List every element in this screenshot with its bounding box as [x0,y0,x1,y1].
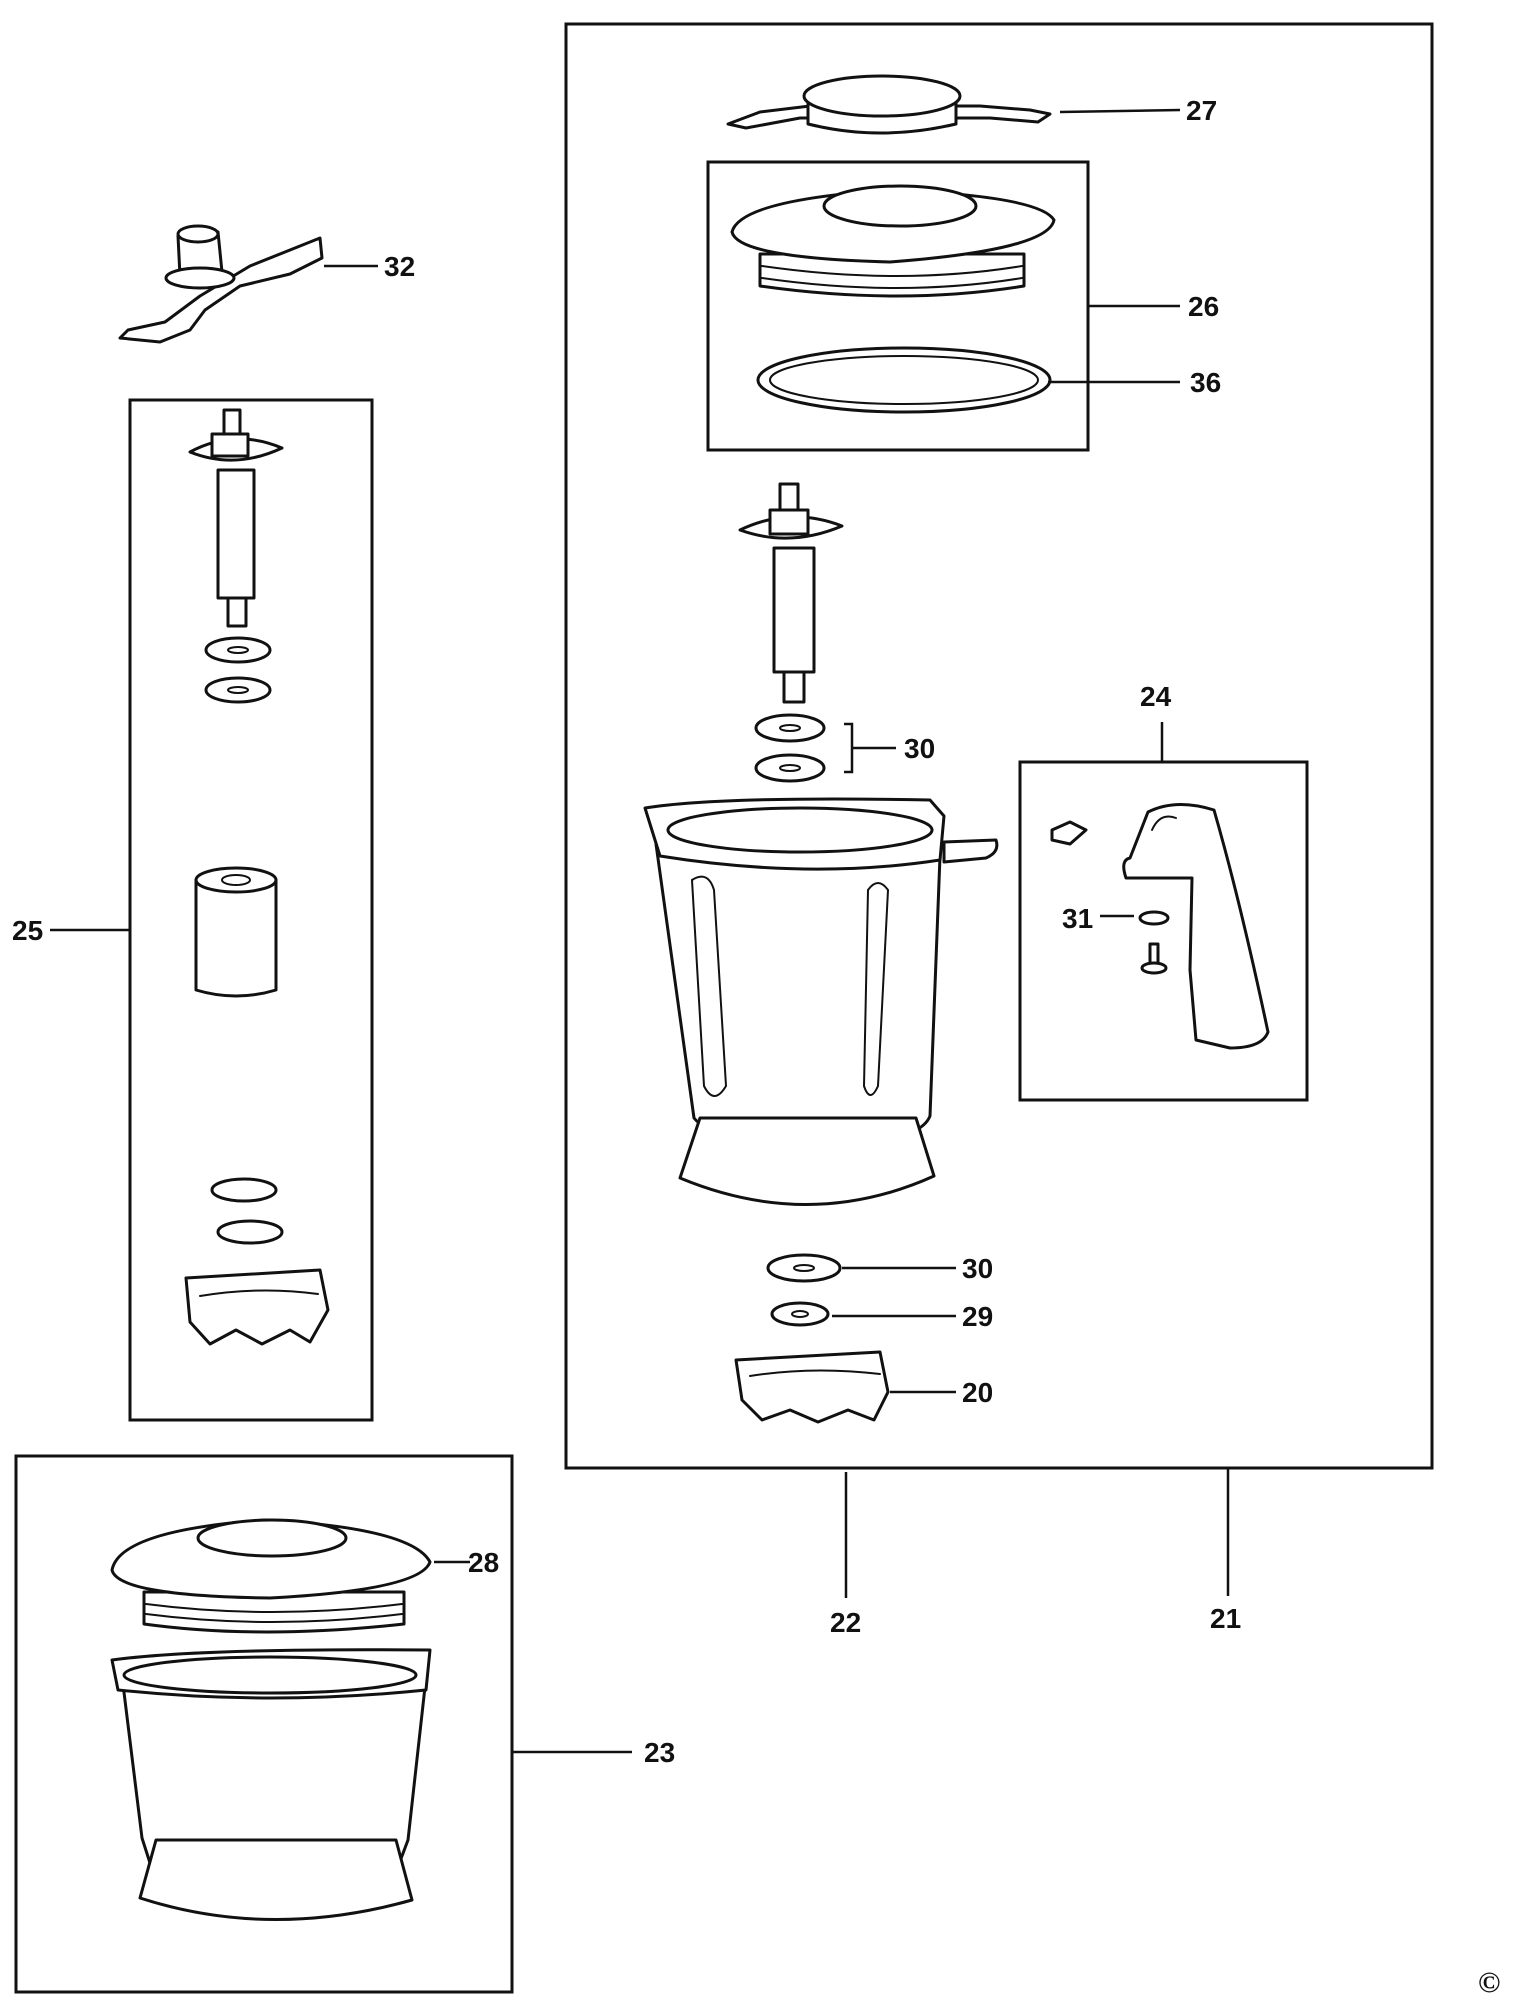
shaft-assembly-25 [184,408,330,1346]
seal-ring-part-36 [756,346,1052,414]
label-30-lower: 30 [962,1253,993,1284]
label-25: 25 [12,915,43,946]
label-27: 27 [1186,95,1217,126]
label-29: 29 [962,1301,993,1332]
blender-jug [643,797,999,1206]
screw-part-31 [1138,910,1170,975]
jug-shaft [738,482,844,704]
leader-lines [50,108,1230,1754]
box-group-25 [128,398,374,1422]
copyright-mark: © [1478,1966,1500,1999]
box-group-23 [14,1454,514,1994]
jug-lid-part-26 [730,184,1056,298]
label-23: 23 [644,1737,675,1768]
label-20: 20 [962,1377,993,1408]
label-32: 32 [384,251,415,282]
label-21: 21 [1210,1603,1241,1634]
blade-part-32 [118,224,324,344]
label-28: 28 [468,1547,499,1578]
lid-cap-part-27 [726,74,1052,135]
label-31: 31 [1062,903,1093,934]
box-group-24 [1018,760,1309,1102]
washer-part-29 [770,1301,830,1327]
washers-part-30-upper [754,713,854,783]
label-24: 24 [1140,681,1172,712]
label-30-upper: 30 [904,733,935,764]
label-26: 26 [1188,291,1219,322]
chopper-bowl-part-23 [110,1518,432,1921]
washer-part-30-lower [766,1253,842,1283]
label-36: 36 [1190,367,1221,398]
handle-part-24 [1050,802,1270,1050]
label-22: 22 [830,1607,861,1638]
box-group-21-22 [564,22,1434,1470]
coupling-part-20 [734,1350,890,1424]
